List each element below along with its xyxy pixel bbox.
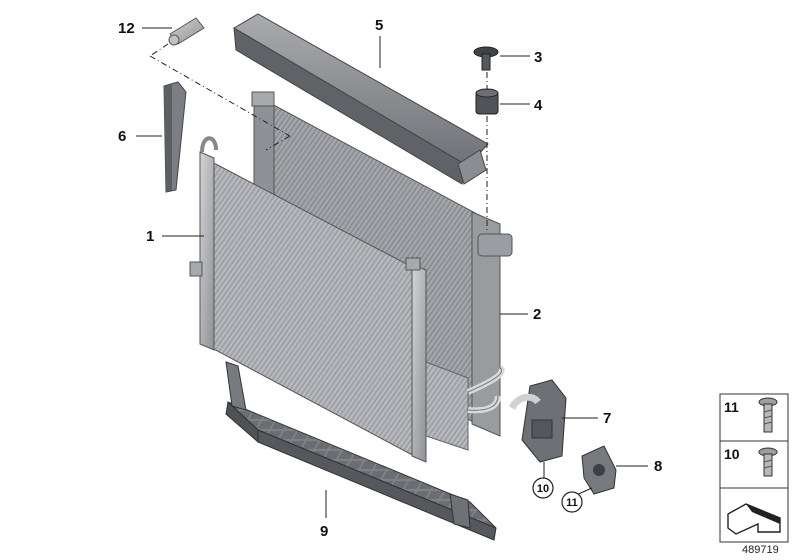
- callout-12: 12: [118, 20, 135, 37]
- callout-9: 9: [320, 523, 328, 540]
- svg-text:10: 10: [537, 483, 549, 495]
- callout-6: 6: [118, 128, 126, 145]
- oil-cooler-part: [425, 361, 505, 451]
- legend-label-11: 11: [724, 399, 739, 415]
- bracket-part: [508, 379, 567, 463]
- legend-label-10: 10: [724, 446, 740, 462]
- reference-number: 489719: [742, 544, 779, 556]
- sensor-part: [168, 17, 205, 46]
- assembly-lines: [149, 43, 488, 230]
- mount-bolt-part: [473, 46, 499, 71]
- callout-8: 8: [654, 458, 662, 475]
- screw-10-icon: [758, 447, 778, 477]
- callout-1: 1: [146, 228, 154, 245]
- callout-4: 4: [534, 97, 543, 114]
- lower-air-guide-part: [225, 361, 497, 541]
- direction-arrow-icon: [727, 503, 781, 535]
- circled-callout-11: 11: [561, 491, 583, 513]
- side-air-guide-part: [163, 81, 187, 193]
- callout-7: 7: [603, 410, 611, 427]
- callout-3: 3: [534, 49, 542, 66]
- callout-5: 5: [375, 17, 383, 34]
- rubber-bearing-part: [475, 88, 499, 115]
- fastener-legend: 11 10: [719, 393, 789, 543]
- screw-11-icon: [758, 397, 778, 433]
- holder-part: [581, 445, 617, 495]
- circled-callout-10: 10: [532, 477, 554, 499]
- callout-2: 2: [533, 306, 541, 323]
- upper-air-duct-part: [233, 13, 489, 185]
- condenser-part: [189, 136, 427, 463]
- svg-text:11: 11: [566, 497, 578, 509]
